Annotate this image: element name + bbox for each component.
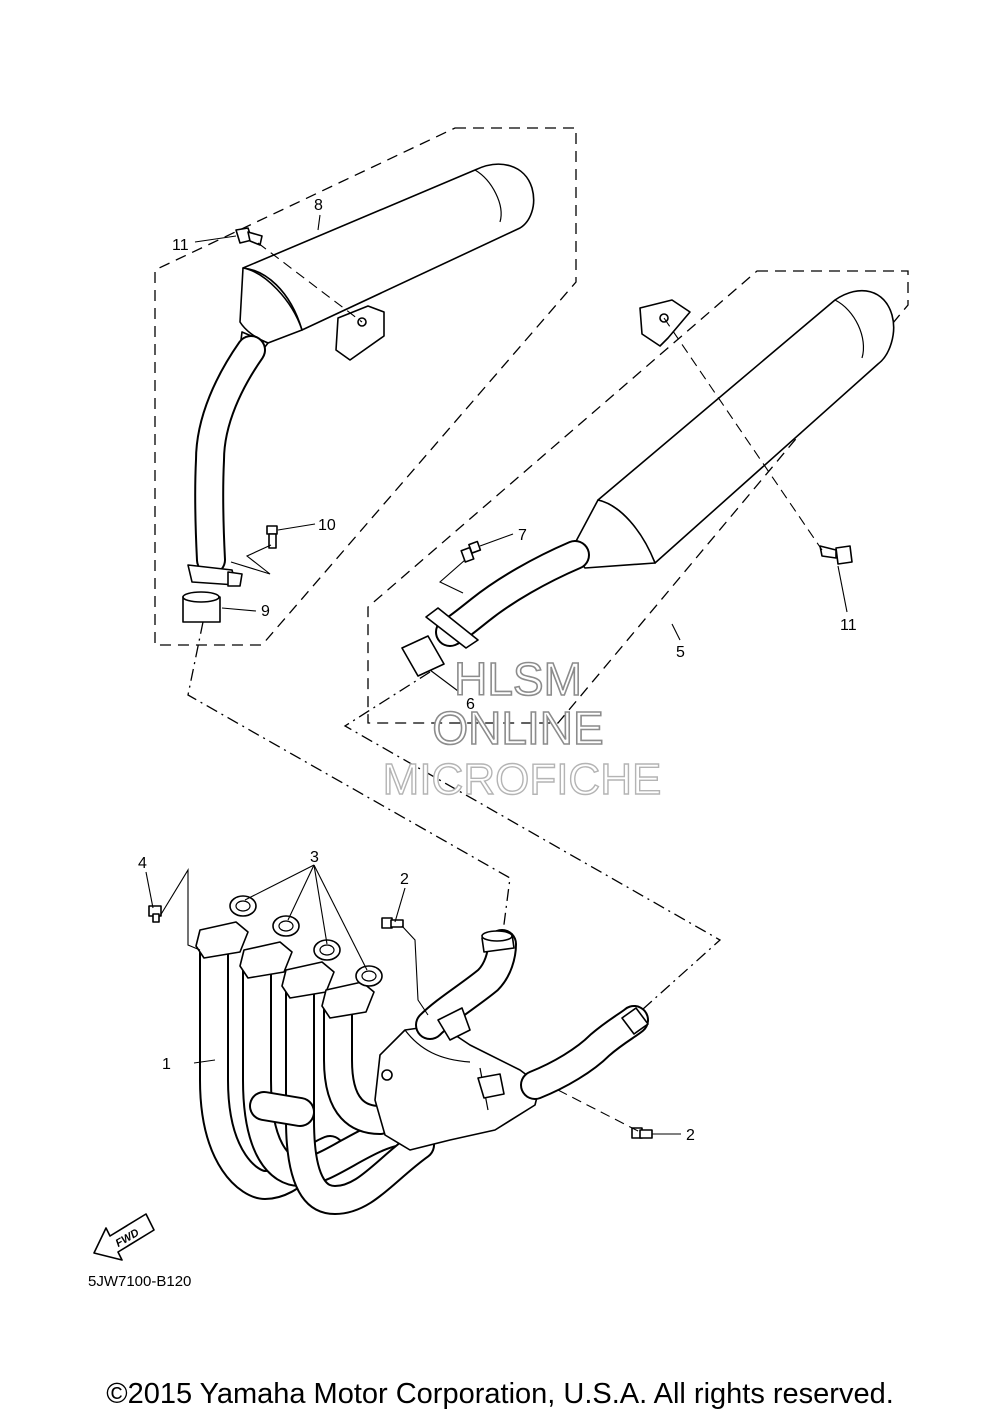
callout-4: 4 <box>138 855 147 872</box>
left-muffler <box>187 163 535 587</box>
part-6-gasket <box>401 635 445 677</box>
diagram-reference-code: 5JW7100-B120 <box>88 1273 191 1290</box>
callout-7: 7 <box>518 527 527 544</box>
callout-8: 8 <box>314 197 323 214</box>
callout-3: 3 <box>310 849 319 866</box>
watermark-line-1: HLSM <box>454 653 582 705</box>
part-11-bolt-upper <box>235 227 263 246</box>
part-10-bolt <box>266 525 278 549</box>
part-2-bolt-lower <box>631 1127 653 1139</box>
watermark-line-3: MICROFICHE <box>383 755 662 804</box>
right-muffler-group-outline <box>367 270 909 724</box>
part-9-gasket <box>182 591 221 623</box>
callout-2-lower: 2 <box>686 1127 695 1144</box>
callout-9: 9 <box>261 603 270 620</box>
callout-11-upper: 11 <box>172 237 189 254</box>
part-3-gaskets <box>229 895 383 987</box>
part-2-bolt-upper <box>381 917 404 929</box>
assembly-line-right <box>343 671 722 1019</box>
callout-1: 1 <box>162 1056 171 1073</box>
copyright-notice: ©2015 Yamaha Motor Corporation, U.S.A. A… <box>106 1378 894 1410</box>
right-muffler-bracket <box>639 299 691 347</box>
exhaust-header-pipes <box>195 921 649 1215</box>
callout-6: 6 <box>466 696 475 713</box>
part-11-bolt-right <box>819 545 853 565</box>
part-4-bolt <box>148 905 162 923</box>
callout-2-upper: 2 <box>400 871 409 888</box>
forward-direction-arrow: FWD <box>93 1213 155 1261</box>
callout-10: 10 <box>318 517 336 534</box>
callout-11-right: 11 <box>840 617 857 634</box>
part-7-bolt <box>460 540 482 563</box>
callout-5: 5 <box>676 644 685 661</box>
watermark-line-2: ONLINE <box>432 702 603 754</box>
right-muffler <box>425 289 895 649</box>
left-muffler-bracket <box>335 305 385 361</box>
